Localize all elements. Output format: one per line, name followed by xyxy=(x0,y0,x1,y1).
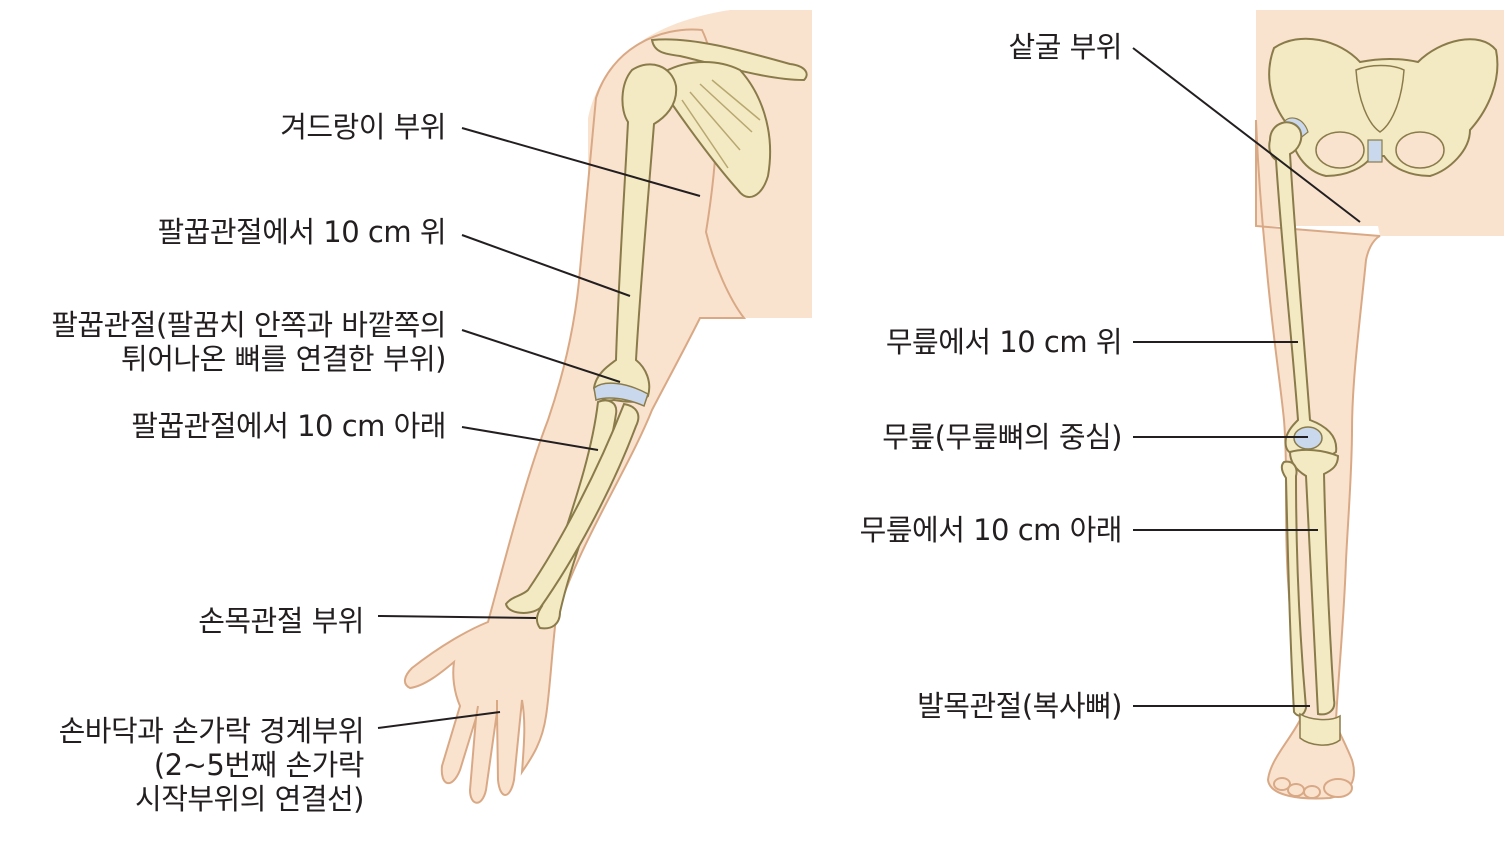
leg-illustration xyxy=(1255,10,1504,800)
arm-skin xyxy=(404,28,747,804)
elbow-cartilage xyxy=(593,382,649,408)
label-groin: 샅굴 부위 xyxy=(1008,30,1123,64)
label-palm-line1: 손바닥과 손가락 경계부위 xyxy=(58,714,365,748)
label-wrist: 손목관절 부위 xyxy=(198,604,364,638)
leader-above-elbow xyxy=(461,234,631,297)
label-palm-line3: 시작부위의 연결선) xyxy=(135,782,364,816)
sacrum-bone xyxy=(1355,64,1405,133)
label-above-elbow: 팔꿉관절에서 10 cm 위 xyxy=(157,215,446,249)
label-elbow-line2: 튀어나온 뼈를 연결한 부위) xyxy=(121,342,446,376)
label-ankle: 발목관절(복사뼈) xyxy=(917,689,1122,723)
leader-elbow xyxy=(461,329,621,383)
label-palm-line2: (2~5번째 손가락 xyxy=(153,748,365,782)
clavicle-bone xyxy=(650,38,808,82)
leader-palm xyxy=(377,711,501,729)
arm-illustration xyxy=(404,10,812,804)
label-above-knee: 무릎에서 10 cm 위 xyxy=(885,325,1123,359)
leader-below-elbow xyxy=(461,426,599,451)
label-below-elbow: 팔꿉관절에서 10 cm 아래 xyxy=(131,409,446,443)
label-palm: 손바닥과 손가락 경계부위 (2~5번째 손가락 시작부위의 연결선) xyxy=(58,714,365,816)
ulna-bone xyxy=(504,402,640,614)
leader-groin xyxy=(1132,47,1361,223)
label-elbow: 팔꿉관절(팔꿈치 안쪽과 바깥쪽의 튀어나온 뼈를 연결한 부위) xyxy=(51,308,446,376)
leader-lines xyxy=(377,47,1361,729)
tibia-bone xyxy=(1288,448,1340,716)
label-acromion: 겨드랑이 부위 xyxy=(280,110,446,144)
leader-wrist xyxy=(377,615,537,619)
label-knee: 무릎(무릎뼈의 중심) xyxy=(882,420,1122,454)
leader-acromion xyxy=(461,127,701,197)
label-below-knee: 무릎에서 10 cm 아래 xyxy=(859,513,1123,547)
label-elbow-line1: 팔꿉관절(팔꿈치 안쪽과 바깥쪽의 xyxy=(51,308,446,342)
